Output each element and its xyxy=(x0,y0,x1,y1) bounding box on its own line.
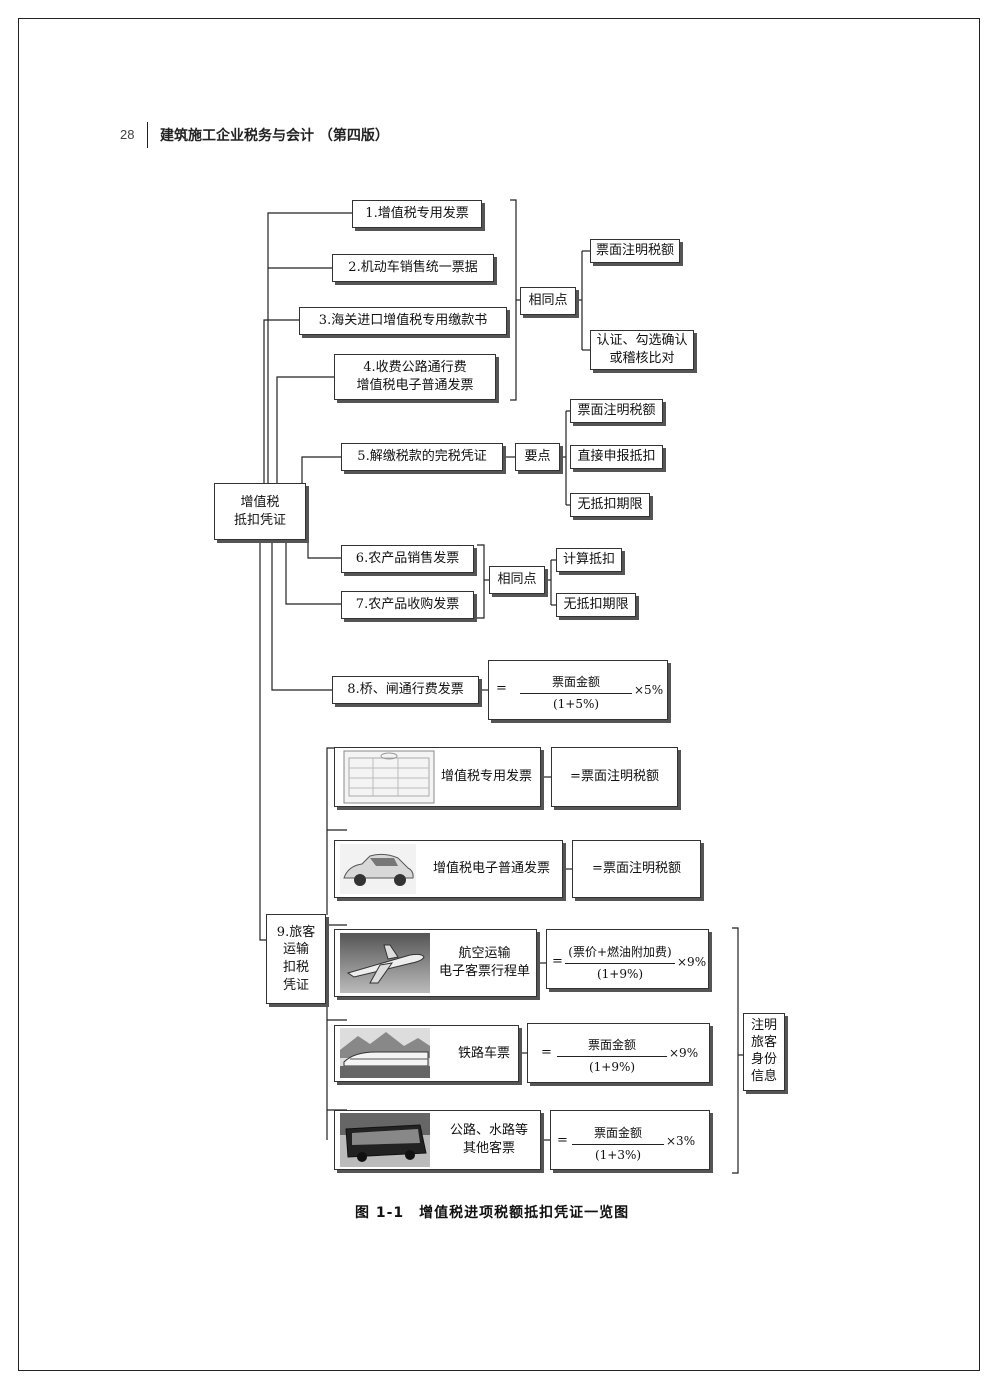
formula-rail-mult: ×9% xyxy=(669,1046,698,1060)
fraction-bar xyxy=(557,1056,667,1057)
passenger-vat-special-label: 增值税专用发票 xyxy=(441,768,532,786)
fraction-bar xyxy=(520,693,632,694)
invoice-image xyxy=(343,750,435,804)
formula-air-denominator: (1+9%) xyxy=(565,967,675,981)
passenger-road-water-label: 公路、水路等 其他客票 xyxy=(450,1122,528,1157)
formula-road-numerator: 票面金额 xyxy=(572,1124,664,1141)
formula8-eq: = xyxy=(496,681,507,696)
group67-no-deadline: 无抵扣期限 xyxy=(556,593,636,617)
passenger-rail-label: 铁路车票 xyxy=(458,1045,510,1063)
passenger-e-invoice-label: 增值税电子普通发票 xyxy=(433,860,550,878)
formula-rail-fraction: 票面金额 (1+9%) xyxy=(557,1036,667,1074)
group5-direct-declare: 直接申报抵扣 xyxy=(570,445,663,469)
group67-common-label: 相同点 xyxy=(489,566,545,594)
formula8-numerator: 票面金额 xyxy=(520,673,632,690)
item-farm-purchase-invoice: 7.农产品收购发票 xyxy=(341,591,474,619)
formula8-mult: ×5% xyxy=(634,683,663,697)
item-toll-road-e-invoice: 4.收费公路通行费 增值税电子普通发票 xyxy=(334,354,496,400)
formula-road-eq: = xyxy=(557,1133,568,1148)
item-tax-payment-certificate: 5.解缴税款的完税凭证 xyxy=(341,443,503,471)
group5-no-deadline: 无抵扣期限 xyxy=(570,493,650,517)
formula-road-fraction: 票面金额 (1+3%) xyxy=(572,1124,664,1162)
formula-air-fraction: (票价+燃油附加费) (1+9%) xyxy=(565,943,675,981)
group1-common-label: 相同点 xyxy=(520,287,576,315)
airplane-image xyxy=(340,933,430,993)
formula-air-eq: = xyxy=(552,954,563,969)
item-passenger-transport-voucher: 9.旅客 运输 扣税 凭证 xyxy=(266,914,326,1004)
formula-air-numerator: (票价+燃油附加费) xyxy=(565,943,675,960)
item-motor-vehicle-invoice: 2.机动车销售统一票据 xyxy=(332,254,494,282)
item-bridge-toll-invoice: 8.桥、闸通行费发票 xyxy=(332,676,479,704)
formula-road-denominator: (1+3%) xyxy=(572,1148,664,1162)
formula-road-mult: ×3% xyxy=(666,1134,695,1148)
group67-calculate: 计算抵扣 xyxy=(556,548,622,572)
fraction-bar xyxy=(572,1144,664,1145)
formula8-denominator: (1+5%) xyxy=(520,697,632,711)
formula-rail-eq: = xyxy=(541,1045,552,1060)
passenger-air-label: 航空运输 电子客票行程单 xyxy=(439,945,530,980)
passenger-e-invoice-result: =票面注明税额 xyxy=(572,840,701,898)
root-vat-deduction-voucher: 增值税 抵扣凭证 xyxy=(214,483,306,540)
bus-image xyxy=(340,1113,430,1167)
car-image xyxy=(340,844,416,894)
group1-verification: 认证、勾选确认 或稽核比对 xyxy=(590,330,694,370)
figure-caption: 图 1-1 增值税进项税额抵扣凭证一览图 xyxy=(355,1202,629,1222)
group5-key-label: 要点 xyxy=(515,443,560,471)
item-farm-sales-invoice: 6.农产品销售发票 xyxy=(341,545,474,573)
fraction-bar xyxy=(565,963,675,964)
formula-rail-numerator: 票面金额 xyxy=(557,1036,667,1053)
formula8-fraction: 票面金额 (1+5%) xyxy=(520,673,632,711)
passenger-vat-special-result: =票面注明税额 xyxy=(551,747,678,807)
item-vat-special-invoice: 1.增值税专用发票 xyxy=(352,200,482,228)
item-customs-payment-book: 3.海关进口增值税专用缴款书 xyxy=(299,307,507,335)
formula-air-mult: ×9% xyxy=(677,955,706,969)
formula-rail-denominator: (1+9%) xyxy=(557,1060,667,1074)
group1-tax-amount: 票面注明税额 xyxy=(590,239,680,263)
passenger-identity-note: 注明 旅客 身份 信息 xyxy=(743,1013,785,1091)
group5-tax-amount: 票面注明税额 xyxy=(570,399,663,423)
train-image xyxy=(340,1028,430,1078)
